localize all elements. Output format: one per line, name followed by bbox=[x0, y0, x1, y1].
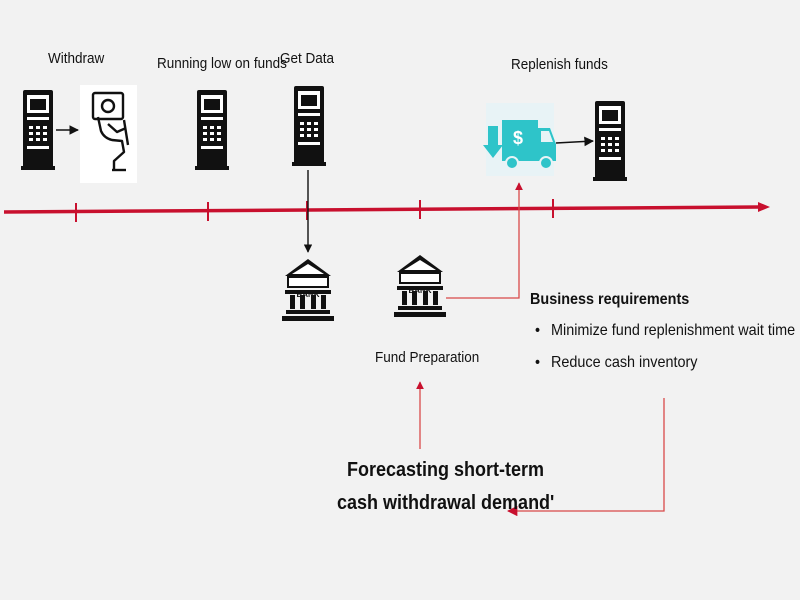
svg-text:BANK: BANK bbox=[408, 286, 431, 295]
label-withdraw: Withdraw bbox=[48, 50, 105, 67]
label-running-low: Running low on funds bbox=[157, 55, 287, 72]
cash-hand-icon bbox=[91, 91, 130, 172]
label-get-data: Get Data bbox=[280, 50, 335, 67]
atm-icon bbox=[292, 86, 326, 166]
label-fund-preparation: Fund Preparation bbox=[375, 349, 480, 366]
business-requirement-item: Reduce cash inventory bbox=[551, 354, 698, 371]
atm-icon bbox=[21, 90, 55, 170]
atm-icon bbox=[593, 101, 627, 181]
atm-icon bbox=[195, 90, 229, 170]
connector-bank-to-truck bbox=[446, 182, 523, 299]
forecast-title-line1: Forecasting short-term bbox=[347, 459, 545, 481]
connector-requirements-to-forecast bbox=[506, 398, 665, 517]
forecast-title-line2: cash withdrawal demand' bbox=[337, 492, 555, 514]
timeline-ticks bbox=[75, 199, 554, 222]
business-requirement-item: Minimize fund replenishment wait time bbox=[551, 322, 796, 339]
timeline-axis bbox=[3, 205, 761, 214]
label-replenish: Replenish funds bbox=[511, 56, 608, 73]
cash-hand-card bbox=[80, 85, 137, 183]
svg-text:$: $ bbox=[513, 128, 523, 148]
business-bullet: • bbox=[535, 322, 541, 339]
business-requirements-title: Business requirements bbox=[530, 291, 690, 308]
business-bullet: • bbox=[535, 354, 541, 371]
timeline-arrowhead bbox=[758, 202, 770, 212]
delivery-truck-icon: $ bbox=[483, 120, 556, 170]
svg-text:BANK: BANK bbox=[296, 290, 319, 299]
